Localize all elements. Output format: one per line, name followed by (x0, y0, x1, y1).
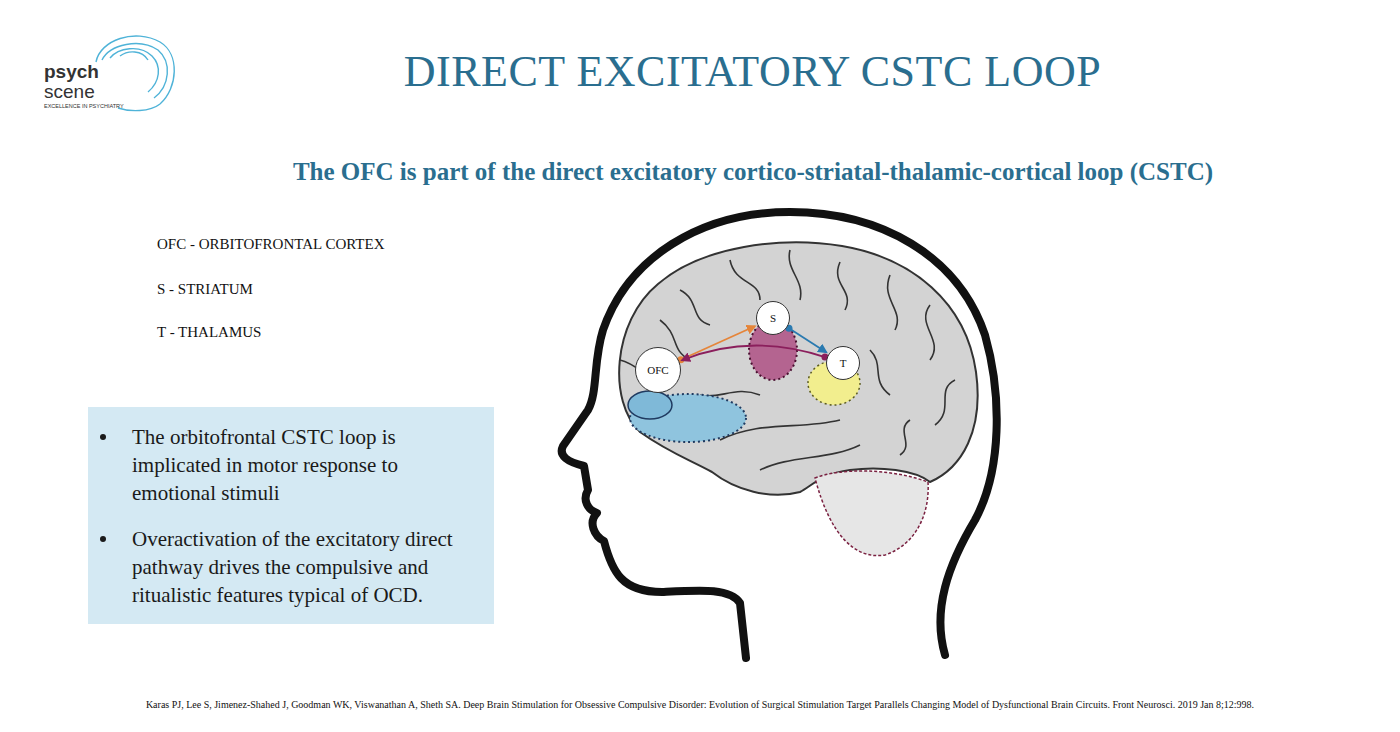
citation-caption: Karas PJ, Lee S, Jimenez-Shahed J, Goodm… (0, 699, 1400, 710)
bullet-text: The orbitofrontal CSTC loop is implicate… (132, 423, 474, 507)
info-box: The orbitofrontal CSTC loop is implicate… (88, 407, 494, 624)
brain-gyri (620, 250, 955, 470)
bullet-dot (100, 434, 106, 440)
brain (619, 242, 977, 494)
abbreviation-key: OFC - ORBITOFRONTAL CORTEX (157, 236, 385, 253)
subtitle: The OFC is part of the direct excitatory… (0, 158, 1400, 186)
region-circle: S (756, 301, 790, 335)
logo-swirl (96, 36, 174, 111)
bullet-dot (100, 536, 106, 542)
loop-connector (682, 346, 825, 361)
abbreviation-key: T - THALAMUS (157, 324, 261, 341)
logo-tagline: EXCELLENCE IN PSYCHIATRY (44, 103, 124, 110)
diagram-title: DIRECT EXCITATORY CSTC LOOP (0, 46, 1400, 97)
loop-connector (681, 326, 755, 359)
region-circle: OFC (635, 347, 681, 393)
bullet-text: Overactivation of the excitatory direct … (132, 525, 474, 609)
region-abbreviation: T (840, 357, 847, 369)
region-circle: T (826, 346, 860, 380)
head-outline (562, 212, 997, 658)
logo-text: psych (44, 62, 99, 82)
region-abbreviation: OFC (647, 364, 668, 376)
ofc-region-front (628, 391, 672, 419)
abbreviation-key: S - STRIATUM (157, 281, 253, 298)
region-abbreviation: S (770, 312, 776, 324)
cerebellum (815, 471, 928, 556)
logo-text: scene (44, 82, 95, 102)
